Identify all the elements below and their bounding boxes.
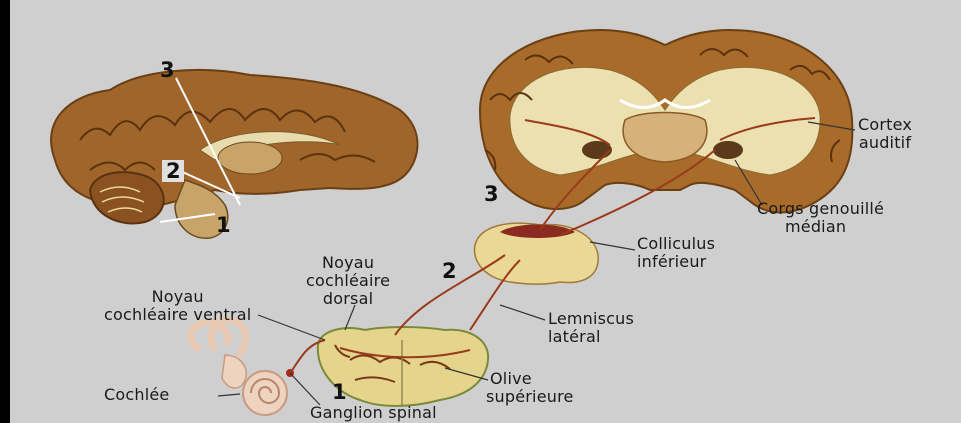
label-ganglion: Ganglion spinal [310, 404, 437, 422]
semicircular-canals [191, 320, 246, 355]
label-lemniscus-line1: Lemniscus [548, 310, 634, 328]
label-cochlee: Cochlée [104, 386, 169, 404]
label-olive-line2: supérieure [486, 388, 574, 406]
label-corps-line1: Corgs genouillé [757, 200, 884, 218]
label-cortex-auditif: Cortex auditif [858, 116, 912, 152]
label-ventral-line1: Noyau [104, 288, 251, 306]
sagittal-brain [51, 70, 417, 238]
label-noyau-ventral: Noyau cochléaire ventral [104, 288, 251, 324]
label-lemniscus: Lemniscus latéral [548, 310, 634, 346]
label-corps-genouille: Corgs genouillé médian [757, 200, 884, 236]
leader-ventral [258, 315, 325, 340]
thalamus [218, 142, 282, 174]
label-ventral-line2: cochléaire ventral [104, 306, 251, 324]
inferior-colliculus [475, 223, 599, 284]
number-sagittal-bottom: 1 [216, 213, 231, 237]
label-dorsal-line1: Noyau [306, 254, 390, 272]
label-colliculus: Colliculus inférieur [637, 235, 715, 271]
label-cortex-line2: auditif [858, 134, 912, 152]
label-colliculus-line2: inférieur [637, 253, 715, 271]
number-level-3: 3 [484, 182, 499, 206]
number-sagittal-mid: 2 [166, 159, 181, 183]
label-lemniscus-line2: latéral [548, 328, 634, 346]
label-dorsal-line2: cochléaire [306, 272, 390, 290]
vestibule [222, 355, 246, 388]
number-sagittal-top: 3 [160, 58, 175, 82]
label-olive-line1: Olive [486, 370, 574, 388]
label-colliculus-line1: Colliculus [637, 235, 715, 253]
label-corps-line2: médian [757, 218, 884, 236]
label-noyau-dorsal: Noyau cochléaire dorsal [306, 254, 390, 308]
number-level-2: 2 [442, 259, 457, 283]
cochlea-spiral [243, 371, 287, 415]
leader-cochlee [218, 394, 240, 396]
label-olive: Olive supérieure [486, 370, 574, 406]
leader-dorsal [345, 305, 355, 330]
leader-ganglion [290, 373, 320, 405]
label-cortex-line1: Cortex [858, 116, 912, 134]
medial-geniculate-right [713, 141, 743, 159]
number-level-1: 1 [332, 380, 347, 404]
cochlea-drawing [191, 320, 294, 415]
label-dorsal-line3: dorsal [306, 290, 390, 308]
leader-lemniscus [500, 305, 545, 320]
